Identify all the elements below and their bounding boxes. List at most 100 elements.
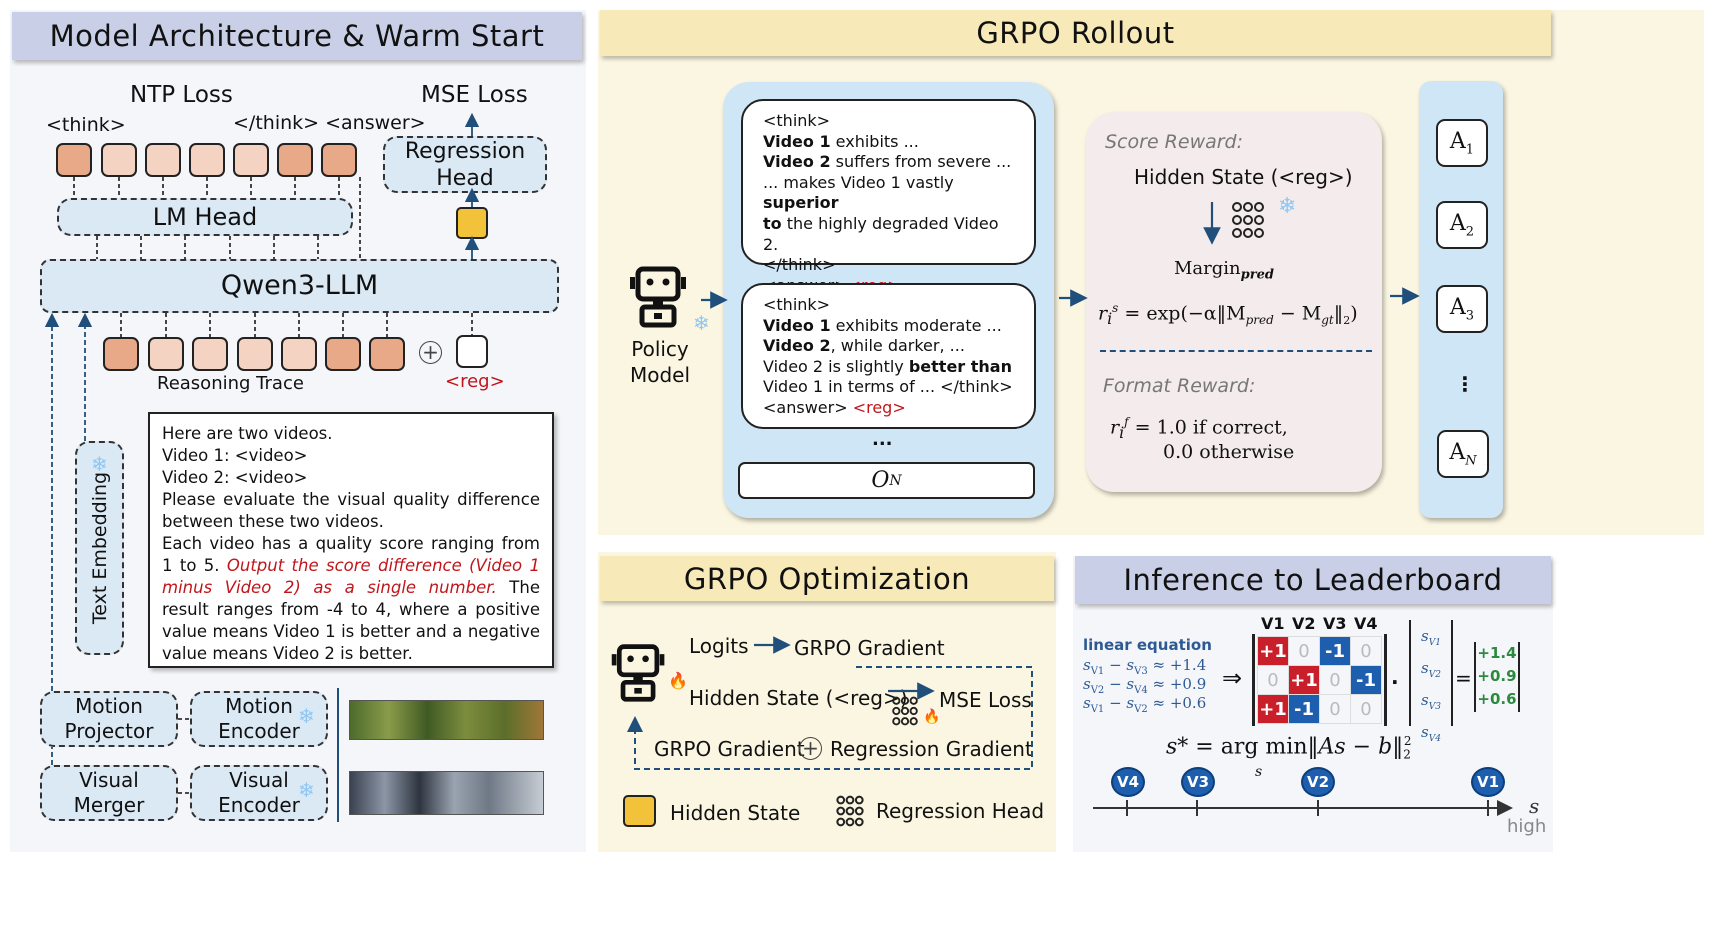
regression-head-icon bbox=[1232, 202, 1264, 238]
trainable-fire-icon: 🔥 bbox=[923, 709, 941, 725]
output-text: the highly degraded Video 2. bbox=[763, 213, 999, 254]
format-reward-label: Format Reward: bbox=[1103, 375, 1256, 397]
output-bold: Video 1 bbox=[763, 315, 831, 335]
matrix-cell: +1 bbox=[1257, 694, 1289, 724]
output-line: Video 1 exhibits moderate ... bbox=[763, 316, 1014, 337]
advantage-box: A2 bbox=[1436, 201, 1488, 249]
regression-head-box: Regression Head bbox=[383, 136, 547, 193]
output-bold: Video 1 bbox=[763, 131, 831, 151]
output-token bbox=[56, 143, 92, 177]
matrix-cell: +1 bbox=[1288, 665, 1320, 695]
score-entry: sV3 bbox=[1421, 691, 1441, 712]
input-token bbox=[192, 337, 228, 371]
frozen-snowflake-icon: ❄ bbox=[91, 452, 108, 476]
output-bold: better than bbox=[908, 356, 1012, 376]
input-token bbox=[103, 337, 139, 371]
margin-sub: pred bbox=[1240, 267, 1274, 283]
rollout-output-2: <think> Video 1 exhibits moderate ... Vi… bbox=[741, 283, 1036, 429]
optimization-arrows bbox=[627, 636, 1033, 770]
advantages-ellipsis: ⋮ bbox=[1455, 372, 1475, 396]
margin-pred-label: Marginpred bbox=[1174, 258, 1274, 283]
rollout-arrows bbox=[701, 202, 1420, 309]
format-reward-otherwise: 0.0 otherwise bbox=[1163, 441, 1295, 463]
output-line: <think> bbox=[763, 111, 831, 130]
axis-high-label: high bbox=[1507, 816, 1547, 837]
rollout-output-1: <think> Video 1 exhibits ... Video 2 suf… bbox=[741, 99, 1036, 295]
input-token bbox=[237, 337, 273, 371]
reg-token-label: <reg> bbox=[852, 397, 906, 417]
score-entry: sV4 bbox=[1421, 723, 1441, 744]
equation-value: +1.4 bbox=[1169, 656, 1207, 674]
b-entry: +0.9 bbox=[1477, 667, 1517, 685]
matrix-cell: 0 bbox=[1319, 694, 1351, 724]
matrix-cell: -1 bbox=[1288, 694, 1320, 724]
matrix-cell: 0 bbox=[1350, 694, 1382, 724]
ntp-loss-label: NTP Loss bbox=[130, 82, 233, 108]
output-line: Video 1 exhibits ... bbox=[763, 132, 1014, 153]
output-line: Video 1 in terms of ... </think> bbox=[763, 377, 1013, 397]
score-formula-text: = exp(−α‖M bbox=[1124, 302, 1246, 325]
grpo-gradient-sum-label: GRPO Gradient bbox=[654, 737, 805, 761]
frozen-snowflake-icon: ❄ bbox=[1278, 194, 1297, 219]
output-text: exhibits moderate ... bbox=[830, 315, 1002, 335]
matrix-cell: +1 bbox=[1257, 636, 1289, 666]
output-line: <answer> <reg> bbox=[763, 398, 1014, 419]
prompt-text: Each video has a quality score ranging f… bbox=[162, 534, 540, 575]
output-line: Video 2 is slightly better than bbox=[763, 357, 1014, 378]
output-token bbox=[189, 143, 225, 177]
b-vector: +1.4 +0.9 +0.6 bbox=[1474, 642, 1520, 712]
ranking-node: V2 bbox=[1301, 767, 1335, 797]
mse-loss-label: MSE Loss bbox=[421, 82, 528, 108]
plus-circle-icon: + bbox=[799, 737, 822, 760]
advantage-label: A3 bbox=[1449, 294, 1475, 324]
b-entry: +1.4 bbox=[1477, 644, 1517, 662]
prompt-line: Video 1: <video> bbox=[162, 446, 308, 465]
optimization-panel bbox=[598, 552, 1056, 852]
advantage-box: AN bbox=[1437, 430, 1489, 478]
inference-title: Inference to Leaderboard bbox=[1075, 556, 1551, 604]
score-reward-formula: ris = exp(−α‖Mpred − Mgt‖2) bbox=[1098, 301, 1358, 329]
prompt-line: Here are two videos. bbox=[162, 424, 333, 443]
argmin-subscript: s bbox=[1255, 764, 1263, 780]
output-text: , while darker, ... bbox=[830, 336, 965, 356]
input-token bbox=[325, 337, 361, 371]
output-line: <think> bbox=[763, 295, 831, 314]
matrix-col-header: V3 bbox=[1323, 614, 1347, 633]
output-text: suffers from severe ... bbox=[830, 152, 1012, 172]
output-n-sub: N bbox=[889, 472, 902, 489]
matrix-cell: 0 bbox=[1288, 636, 1320, 666]
equation-row: sV2 − sV4 ≈ +0.9 bbox=[1083, 675, 1207, 696]
axis-label: s bbox=[1529, 794, 1540, 818]
output-line: Video 2 suffers from severe ... bbox=[763, 152, 1014, 173]
matrix-cell: -1 bbox=[1350, 665, 1382, 695]
reward-box bbox=[1086, 112, 1382, 492]
score-reward-label: Score Reward: bbox=[1105, 131, 1244, 153]
logits-label: Logits bbox=[689, 634, 749, 658]
trainable-fire-icon: 🔥 bbox=[668, 671, 688, 690]
prompt-line: Please evaluate the visual quality diffe… bbox=[162, 490, 540, 531]
leaderboard-axis bbox=[1093, 800, 1513, 816]
advantage-label: A1 bbox=[1449, 128, 1475, 158]
robot-icon bbox=[630, 266, 686, 328]
video-frames-2 bbox=[349, 771, 544, 815]
legend-hidden-state-swatch bbox=[623, 795, 656, 827]
motion-encoder-box: Motion Encoder bbox=[190, 691, 328, 747]
ranking-node: V1 bbox=[1471, 767, 1505, 797]
score-vector: sV1 sV2 sV3 sV4 bbox=[1409, 620, 1453, 744]
visual-encoder-box: Visual Encoder bbox=[190, 765, 328, 821]
architecture-title: Model Architecture & Warm Start bbox=[12, 12, 582, 60]
format-line-1: = 1.0 if correct, bbox=[1134, 416, 1288, 439]
rollout-title: GRPO Rollout bbox=[600, 10, 1551, 56]
score-entry: sV2 bbox=[1421, 659, 1441, 680]
think-open-label: <think> bbox=[46, 114, 126, 136]
equation-value: +0.6 bbox=[1169, 694, 1207, 712]
frozen-snowflake-icon: ❄ bbox=[298, 704, 315, 728]
linear-equation-label: linear equation bbox=[1083, 636, 1212, 654]
output-bold: Video 2 bbox=[763, 336, 831, 356]
advantage-box: A1 bbox=[1436, 119, 1488, 167]
policy-model-label: Policy Model bbox=[629, 337, 691, 387]
output-line: Video 2, while darker, ... bbox=[763, 336, 1014, 357]
equals-symbol: = bbox=[1455, 666, 1472, 690]
